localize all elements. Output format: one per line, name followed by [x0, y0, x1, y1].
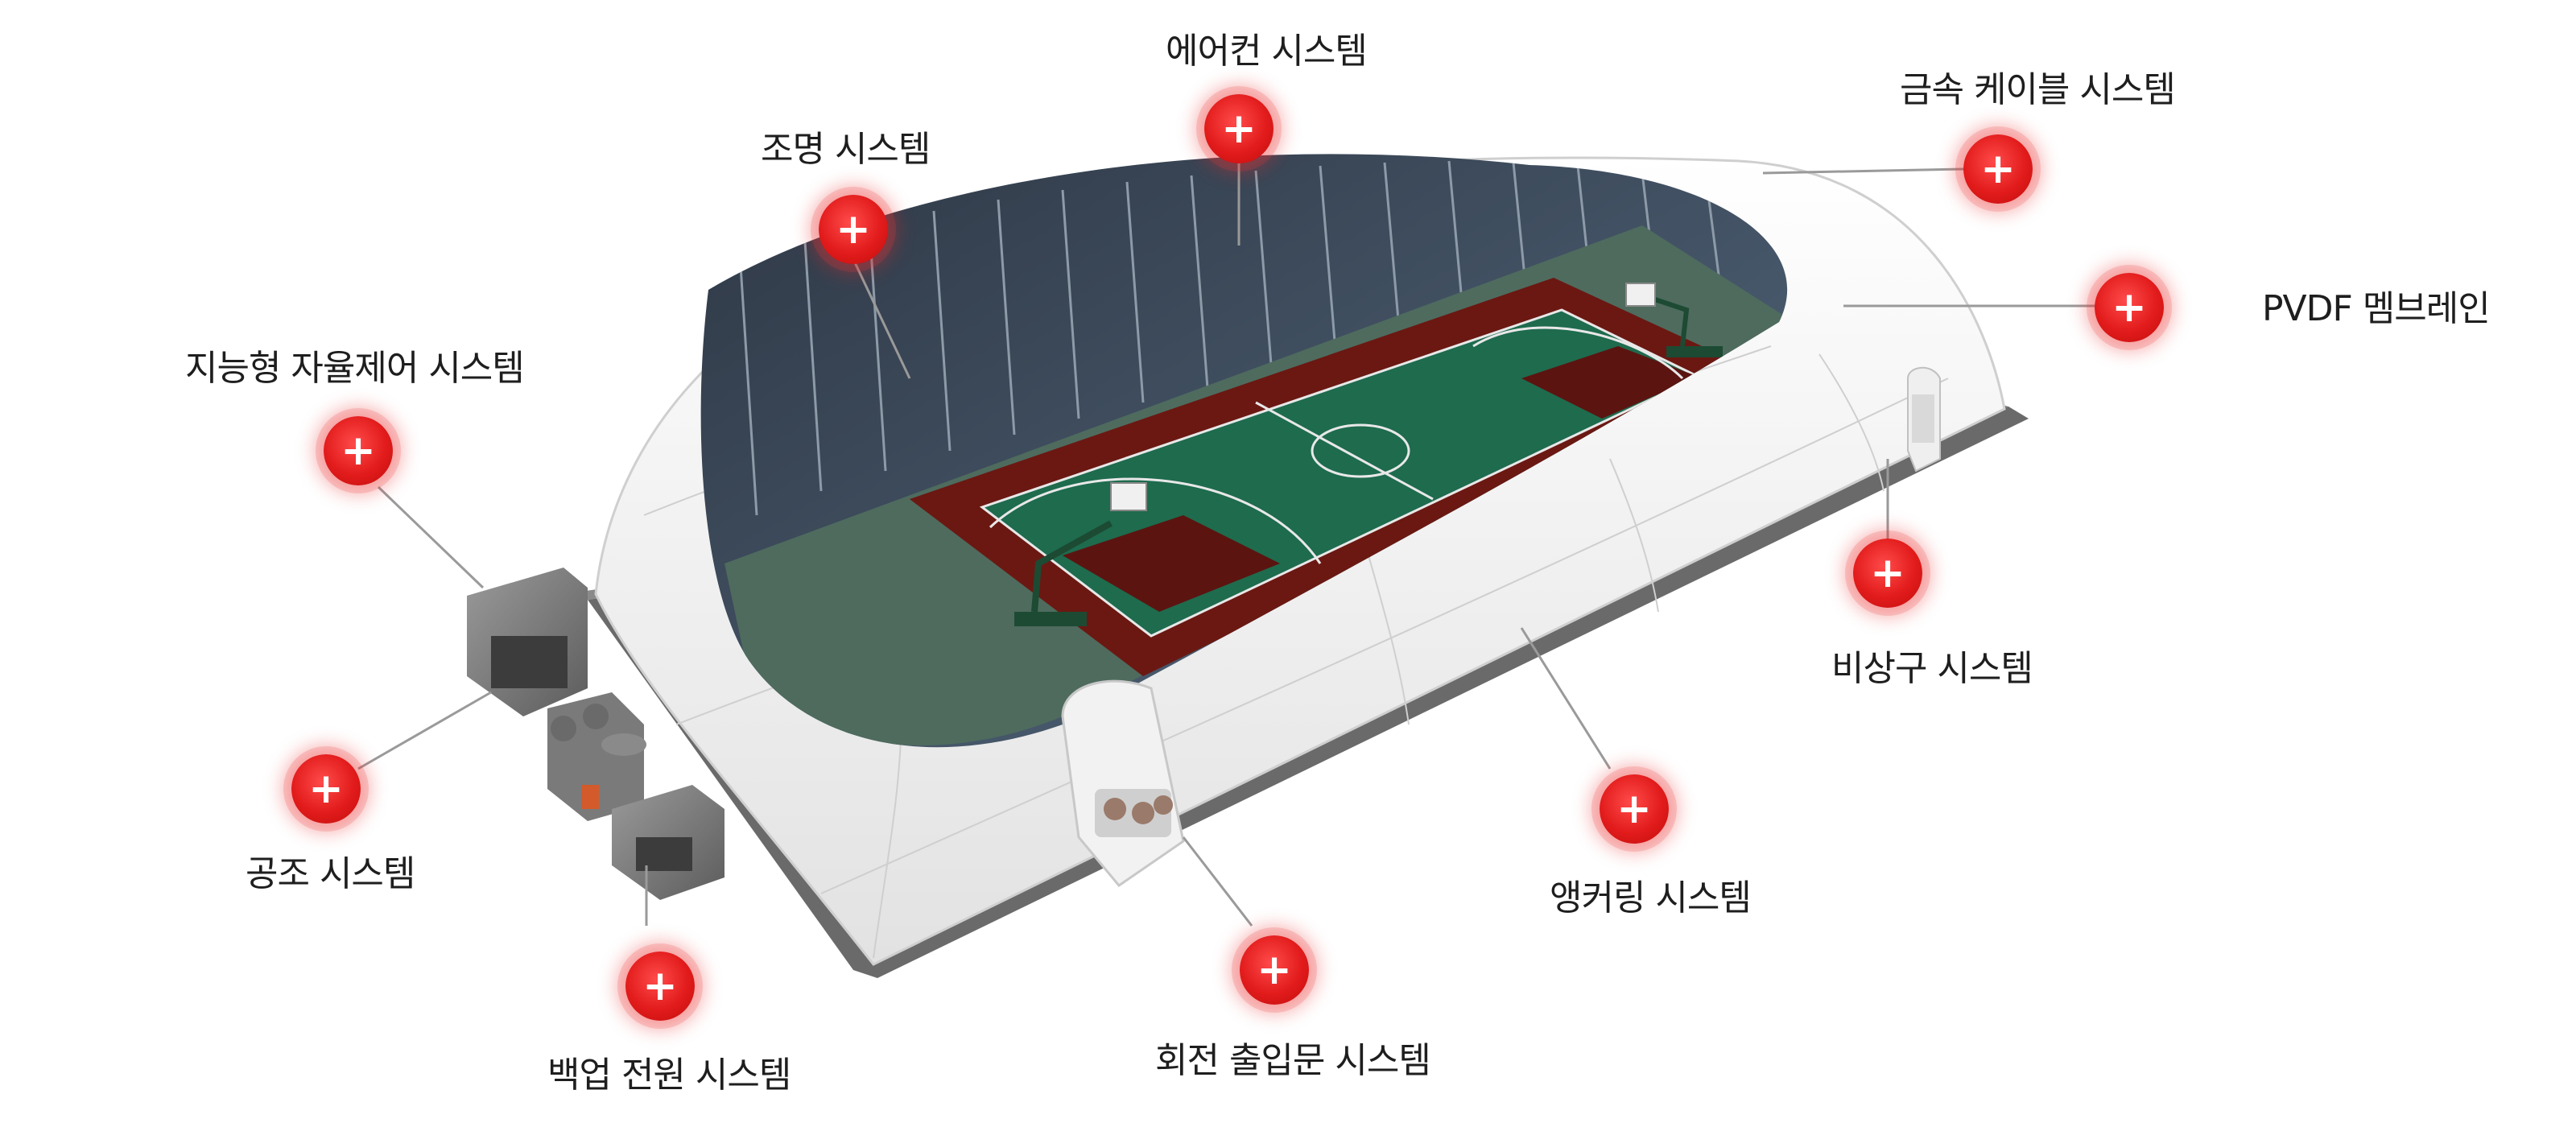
label-revolving-door: 회전 출입문 시스템 [1155, 1040, 1431, 1081]
plus-icon: + [2112, 283, 2147, 332]
basketball-hoop [1625, 283, 1723, 357]
plus-icon: + [1221, 105, 1257, 153]
label-smart-control: 지능형 자율제어 시스템 [185, 348, 525, 389]
hotspot-backup-power[interactable]: + [625, 952, 695, 1021]
plus-icon: + [1870, 549, 1905, 597]
label-metal-cable: 금속 케이블 시스템 [1900, 69, 2176, 110]
backup-generator [612, 785, 724, 900]
label-aircon: 에어컨 시스템 [1166, 31, 1368, 72]
plus-icon: + [642, 962, 678, 1010]
leader-line [852, 258, 911, 379]
plus-icon: + [308, 765, 344, 813]
revolving-door [1061, 679, 1185, 888]
label-backup-power: 백업 전원 시스템 [547, 1055, 791, 1096]
hotspot-aircon[interactable]: + [1204, 94, 1274, 163]
air-handling-units [467, 568, 646, 821]
plus-icon: + [1257, 946, 1292, 994]
plus-icon: + [341, 427, 376, 475]
leader-line [1182, 836, 1253, 927]
leader-line [377, 485, 485, 589]
plus-icon: + [1616, 785, 1652, 833]
hotspot-lighting[interactable]: + [819, 195, 888, 264]
hotspot-air-handling[interactable]: + [291, 754, 361, 824]
leader-line [1520, 627, 1612, 770]
label-pvdf: PVDF 멤브레인 [2262, 288, 2491, 329]
basketball-hoop [1014, 482, 1147, 626]
leader-line [1762, 167, 1965, 175]
leader-line [357, 691, 492, 770]
hotspot-emergency-exit[interactable]: + [1853, 539, 1922, 608]
plus-icon: + [836, 205, 871, 254]
label-lighting: 조명 시스템 [761, 129, 931, 170]
hotspot-metal-cable[interactable]: + [1963, 134, 2033, 204]
hotspot-smart-control[interactable]: + [324, 416, 393, 485]
label-air-handling: 공조 시스템 [246, 853, 415, 894]
label-anchoring: 앵커링 시스템 [1550, 877, 1752, 919]
label-emergency-exit: 비상구 시스템 [1831, 648, 2033, 689]
emergency-exit-door [1907, 366, 1941, 473]
hotspot-anchoring[interactable]: + [1600, 774, 1669, 844]
hotspot-revolving-door[interactable]: + [1240, 935, 1309, 1005]
hotspot-pvdf[interactable]: + [2095, 273, 2164, 342]
plus-icon: + [1980, 145, 2016, 193]
